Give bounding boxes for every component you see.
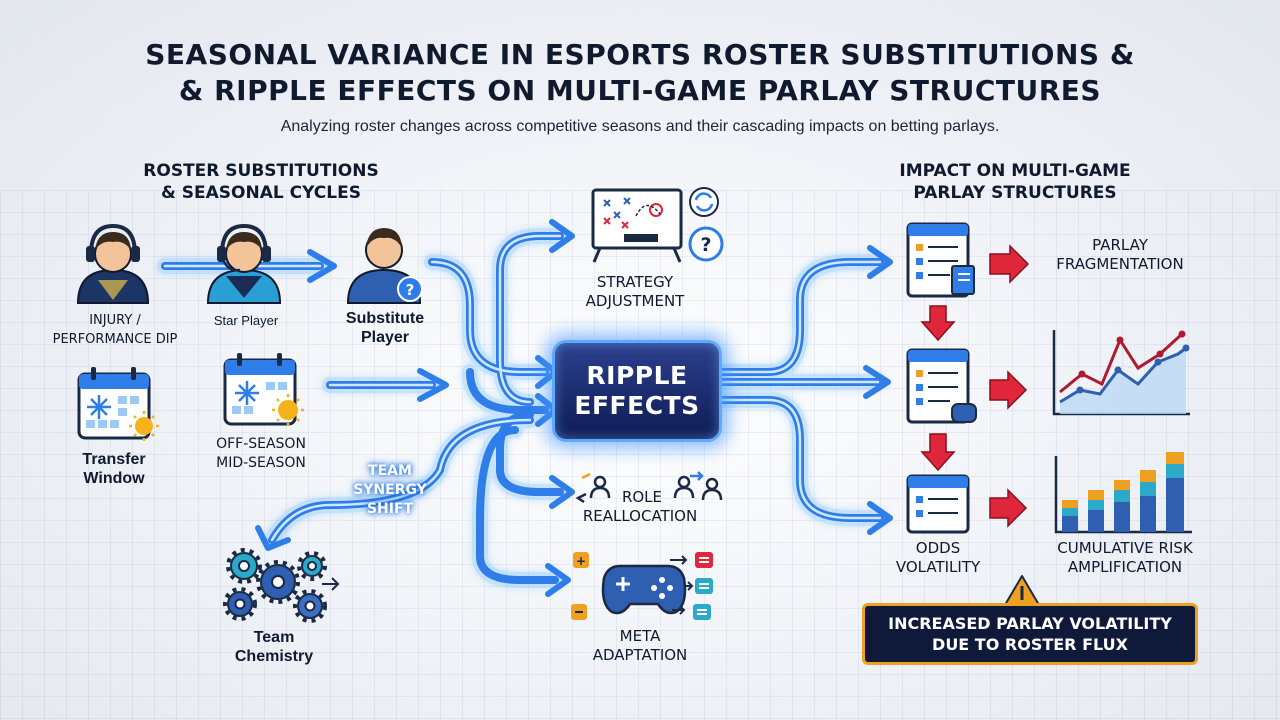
parlay-fragmentation-label: PARLAY FRAGMENTATION [1030,236,1210,274]
injury-label: INJURY / PERFORMANCE DIP [40,311,190,349]
risk-line1: CUMULATIVE RISK [1057,539,1193,557]
bar-chart-icon [1054,452,1192,534]
svg-text:+: + [576,554,586,568]
transfer-window-label: Transfer Window [58,450,170,488]
parlay-ticket-icon [906,222,975,298]
hub-line1: RIPPLE [586,361,688,390]
gamepad-icon: + [571,552,713,620]
page-title-line2: & RIPPLE EFFECTS ON MULTI-GAME PARLAY ST… [178,74,1102,107]
warning-line1: INCREASED PARLAY VOLATILITY [888,614,1172,633]
odds-volatility-label: ODDS VOLATILITY [878,539,998,577]
substitute-player-icon: ? [346,228,423,304]
transfer-label-line1: Transfer [82,451,146,468]
synergy-line2: SYNERGY [353,482,427,498]
role-label-line2: REALLOCATION [582,507,698,525]
strategy-board-icon: ? [591,187,724,263]
star-player-icon [206,223,282,304]
team-synergy-shift-label: TEAM SYNERGY SHIFT [342,462,438,519]
svg-text:?: ? [406,281,415,299]
risk-line2: AMPLIFICATION [1067,558,1183,576]
right-heading-line2: PARLAY STRUCTURES [913,183,1117,203]
synergy-line3: SHIFT [366,501,414,517]
substitute-player-label: Substitute Player [330,309,440,347]
season-label-line2: MID-SEASON [216,455,306,471]
strategy-adjustment-label: STRATEGY ADJUSTMENT [560,273,710,311]
left-section-heading: ROSTER SUBSTITUTIONS & SEASONAL CYCLES [96,160,426,204]
team-chemistry-label: Team Chemistry [214,628,334,666]
line-chart-icon [1052,330,1190,416]
cumulative-risk-label: CUMULATIVE RISK AMPLIFICATION [1030,539,1220,577]
headset-player-icon [76,223,150,304]
left-heading-line2: & SEASONAL CYCLES [161,183,361,203]
page-title-line1: SEASONAL VARIANCE IN ESPORTS ROSTER SUBS… [145,38,1135,71]
right-heading-line1: IMPACT ON MULTI-GAME [899,161,1131,181]
transfer-label-line2: Window [83,470,145,487]
gears-icon [223,548,340,623]
ripple-effects-hub: RIPPLE EFFECTS [552,340,722,442]
season-label-line1: OFF-SEASON [216,436,306,452]
star-player-label: Star Player [213,313,279,328]
chemistry-label-line1: Team [253,629,295,646]
substitute-label-line2: Player [360,329,410,346]
fragmentation-line1: PARLAY [1092,236,1148,254]
odds-document-icon [906,348,977,424]
injury-label-line2: PERFORMANCE DIP [52,332,178,347]
volatility-warning-box: INCREASED PARLAY VOLATILITY DUE TO ROSTE… [862,603,1198,665]
odds-line2: VOLATILITY [895,558,981,576]
meta-line1: META [619,627,661,645]
odds-line1: ODDS [915,539,961,557]
calendar-snow-icon [77,367,159,441]
role-swap-icon [575,471,723,504]
role-label-line1: ROLE [621,488,663,506]
strategy-line2: ADJUSTMENT [585,292,685,310]
synergy-line1: TEAM [368,463,412,479]
chemistry-label-line2: Chemistry [234,648,314,665]
hub-line2: EFFECTS [574,391,700,420]
meta-adaptation-label: META ADAPTATION [570,627,710,665]
injury-label-line1: INJURY / [89,313,141,328]
substitute-label-line1: Substitute [345,310,425,327]
strategy-line1: STRATEGY [596,273,674,291]
red-arrows [920,244,1030,528]
right-section-heading: IMPACT ON MULTI-GAME PARLAY STRUCTURES [850,160,1180,204]
warning-line2: DUE TO ROSTER FLUX [932,635,1128,654]
left-heading-line1: ROSTER SUBSTITUTIONS [143,161,379,181]
calendar-sun-icon [223,353,304,426]
fragmentation-line2: FRAGMENTATION [1056,255,1184,273]
meta-line2: ADAPTATION [592,646,688,664]
svg-text:?: ? [700,234,711,256]
volatility-document-icon [906,474,970,534]
season-label: OFF-SEASON MID-SEASON [196,435,326,473]
page-subtitle: Analyzing roster changes across competit… [280,118,1000,135]
